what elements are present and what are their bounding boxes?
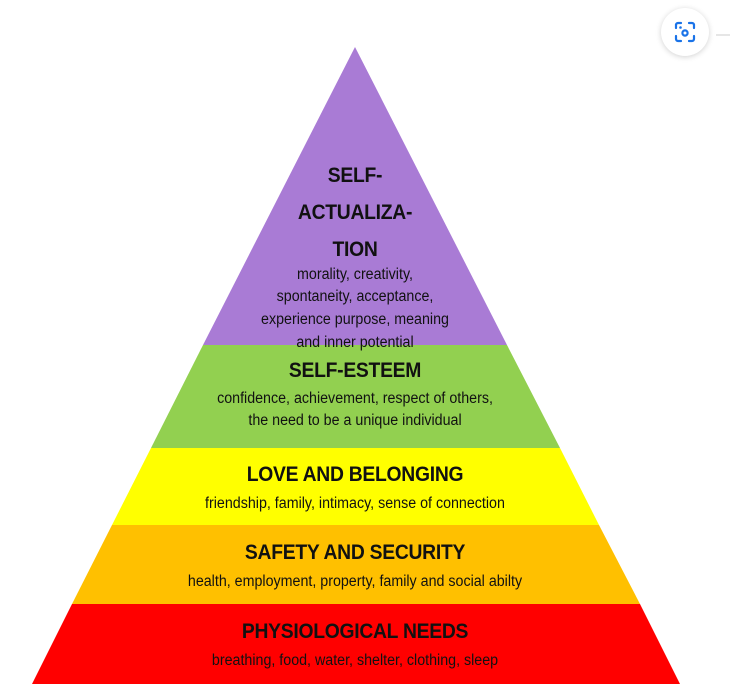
level-desc: health, employment, property, family and… (187, 573, 523, 590)
tier-physiological (32, 604, 680, 684)
level-title: SELF-ESTEEM (288, 359, 422, 382)
tier-self-esteem (151, 345, 560, 448)
level-desc: morality, creativity, (297, 266, 413, 283)
level-desc: spontaneity, acceptance, (276, 288, 434, 305)
level-title: ACTUALIZA- (297, 201, 413, 224)
divider (716, 34, 730, 36)
level-safety-security: SAFETY AND SECURITY health, employment, … (0, 541, 710, 592)
level-title: SELF- (327, 164, 383, 187)
level-physiological: PHYSIOLOGICAL NEEDS breathing, food, wat… (0, 620, 710, 671)
google-lens-icon (674, 21, 696, 43)
tier-safety-security (72, 525, 640, 604)
google-lens-button[interactable] (661, 8, 709, 56)
level-desc: the need to be a unique individual (248, 412, 462, 429)
level-self-esteem: SELF-ESTEEM confidence, achievement, res… (0, 359, 710, 431)
level-desc: experience purpose, meaning (261, 311, 449, 328)
level-desc: and inner potential (296, 334, 414, 351)
level-desc: confidence, achievement, respect of othe… (217, 390, 493, 407)
level-self-actualization: SELF- ACTUALIZA- TION morality, creativi… (0, 157, 710, 354)
level-title: SAFETY AND SECURITY (244, 541, 466, 564)
level-title: PHYSIOLOGICAL NEEDS (241, 620, 469, 643)
level-love-belonging: LOVE AND BELONGING friendship, family, i… (0, 463, 710, 514)
tier-self-actualization (203, 47, 507, 345)
level-desc: breathing, food, water, shelter, clothin… (211, 652, 499, 669)
level-title: LOVE AND BELONGING (246, 463, 464, 486)
level-desc: friendship, family, intimacy, sense of c… (205, 495, 505, 512)
level-title: TION (332, 238, 378, 261)
tier-love-belonging (112, 448, 599, 525)
